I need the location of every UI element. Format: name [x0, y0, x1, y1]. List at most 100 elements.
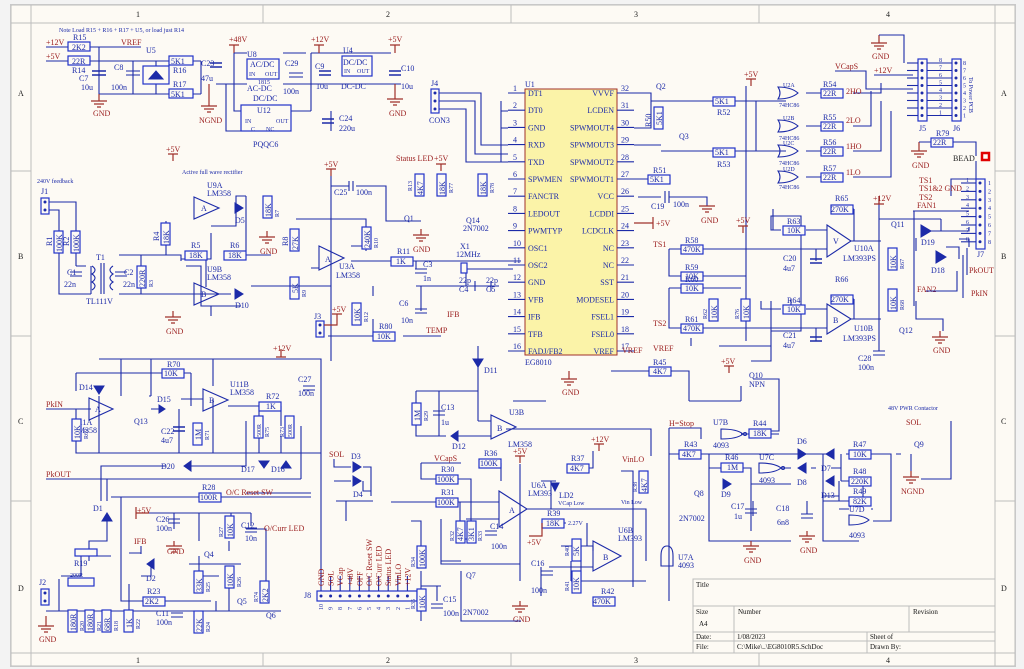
row-label: D: [1001, 584, 1007, 593]
net-label: GND: [167, 547, 185, 556]
j8-pin-label: O/C Reset SW: [365, 538, 374, 586]
u1-pin-number: 25: [621, 204, 629, 213]
u1-pin-name: LCDEN: [587, 106, 614, 115]
ref: R22: [136, 619, 142, 629]
c13-value: 1u: [441, 418, 449, 427]
r31-value: 100K: [437, 498, 455, 507]
u8-part: 1815: [258, 80, 270, 86]
ref: R30: [441, 465, 454, 474]
ref: J8: [304, 591, 311, 600]
u9b-part: LM358: [207, 273, 231, 282]
u1-pin-name: SPWMEN: [528, 175, 562, 184]
r41-value: 10K: [572, 577, 581, 591]
net-label: VinLO: [622, 455, 644, 464]
ref: Q4: [204, 550, 214, 559]
r78-value: 18K: [479, 181, 488, 195]
u1-pin-number: 21: [621, 273, 629, 282]
u1-pin-name: MODESEL: [576, 295, 614, 304]
vcap-low-label: VCap Low: [558, 501, 585, 507]
r44-value: 18K: [753, 429, 767, 438]
ref: C12: [241, 521, 254, 530]
ref: R42: [601, 587, 614, 596]
r74-value: 2K2: [261, 588, 270, 602]
ref: R8: [281, 237, 290, 246]
ref: J3: [314, 312, 321, 321]
u1-pin-number: 31: [621, 101, 629, 110]
ref: R72: [266, 392, 279, 401]
r38-value: 4K7: [640, 478, 649, 492]
c18-value: 6n8: [777, 518, 789, 527]
q10-part: NPN: [749, 380, 765, 389]
net-label: +5V: [513, 447, 528, 456]
u1-pin-number: 17: [621, 342, 629, 351]
j8-pin-label: GND: [317, 568, 326, 586]
pin-number: 7: [939, 66, 942, 72]
j4-value: CON3: [429, 116, 450, 125]
opamp-letter: B: [209, 396, 214, 405]
ref: R66: [835, 275, 848, 284]
r70-value: 10K: [164, 369, 178, 378]
u1-pin-name: TXD: [528, 158, 545, 167]
r71-value: 1M: [194, 429, 203, 440]
ref: D9: [721, 490, 731, 499]
ref: R41: [565, 581, 571, 591]
vref-circuit: Note Load R15 + R16 + R17 + U5, or load …: [46, 28, 202, 118]
net-label: +12V: [273, 344, 292, 353]
net-label: GND: [389, 109, 407, 118]
ref: D10: [235, 301, 249, 310]
u12-in: IN: [245, 119, 252, 125]
ref: D4: [353, 490, 363, 499]
net-label: PkIN: [971, 289, 988, 298]
ref: D15: [157, 395, 171, 404]
c19-value: 100n: [673, 200, 689, 209]
ref: R63: [787, 217, 800, 226]
u1-pin-number: 30: [621, 118, 629, 127]
pin-number: 2: [396, 607, 402, 610]
ref: U7A: [678, 553, 694, 562]
r65-value: 270K: [831, 205, 849, 214]
ref: C22: [161, 427, 174, 436]
ref: R69: [84, 429, 90, 439]
net-label: 2HO: [846, 87, 862, 96]
net-label: VCapS: [835, 62, 858, 71]
u1-pin-name: FSEL1: [591, 313, 614, 322]
ref: R70: [167, 360, 180, 369]
pin-number: 5: [966, 212, 969, 218]
c8-value: 100n: [111, 83, 127, 92]
ref: R31: [441, 488, 454, 497]
u7d-part: 4093: [849, 531, 865, 540]
row-label: C: [18, 417, 23, 426]
to-power-pcb-note: To Power PCB: [967, 77, 973, 113]
r10-value: 240K: [363, 230, 372, 248]
u1-pin-number: 7: [513, 187, 517, 196]
r11-value: 1K: [396, 257, 406, 266]
ref: Q13: [134, 417, 148, 426]
ref: R35: [411, 599, 417, 609]
ref: R54: [823, 80, 836, 89]
net-label: +48V: [229, 35, 248, 44]
net-label: SOL: [329, 450, 344, 459]
ref: C7: [79, 74, 88, 83]
ref: D18: [931, 266, 945, 275]
net-label: TS1: [919, 176, 932, 185]
r77-value: 18K: [438, 181, 447, 195]
ref: U7D: [849, 505, 865, 514]
ref: R36: [484, 449, 497, 458]
net-label: TEMP: [426, 326, 448, 335]
r28-value: 100R: [200, 493, 218, 502]
x1-value: 12MHz: [456, 250, 481, 259]
net-label: +5V: [324, 160, 339, 169]
r79-value: 22R: [933, 138, 947, 147]
col-label: 3: [634, 656, 638, 665]
ref: D1: [93, 504, 103, 513]
frame-labels: 1 2 3 4 1 2 3 4 A B C D A B C D: [18, 10, 1007, 665]
ref: U3A: [339, 262, 355, 271]
pin-number: 4: [966, 203, 969, 209]
opamp-letter: B: [201, 290, 206, 299]
j8-pin-label: SOL: [327, 571, 336, 586]
ref: D8: [797, 478, 807, 487]
ref: Q1: [404, 214, 414, 223]
bead-label: BEAD: [953, 154, 975, 163]
u1-pin-name: TFB: [528, 330, 543, 339]
